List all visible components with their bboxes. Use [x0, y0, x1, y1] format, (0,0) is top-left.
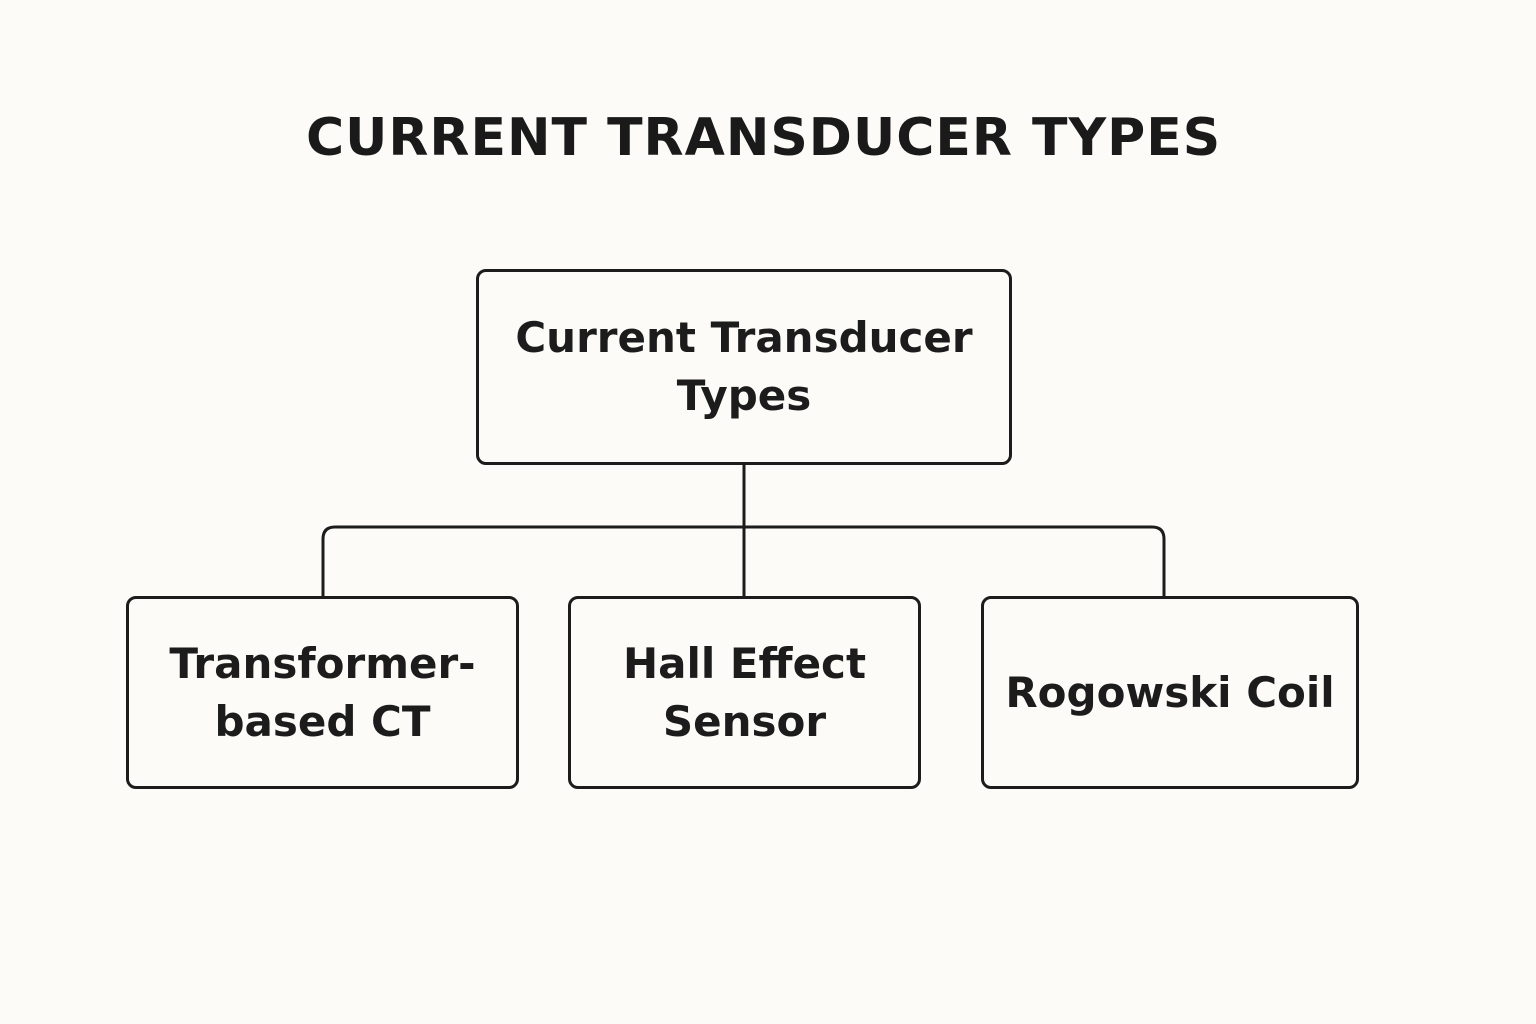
root-node: Current Transducer Types [476, 269, 1012, 465]
child-node-hall-effect: Hall Effect Sensor [568, 596, 921, 789]
branch-connector [321, 525, 1166, 596]
root-node-label: Current Transducer Types [515, 313, 973, 420]
child-node-label: Rogowski Coil [1005, 667, 1335, 717]
child-node-label: Transformer- based CT [169, 638, 476, 746]
child-node-transformer-ct: Transformer- based CT [126, 596, 519, 789]
child-node-rogowski-coil: Rogowski Coil [981, 596, 1359, 789]
diagram-title: CURRENT TRANSDUCER TYPES [306, 108, 1222, 168]
child-node-label: Hall Effect Sensor [622, 638, 867, 746]
